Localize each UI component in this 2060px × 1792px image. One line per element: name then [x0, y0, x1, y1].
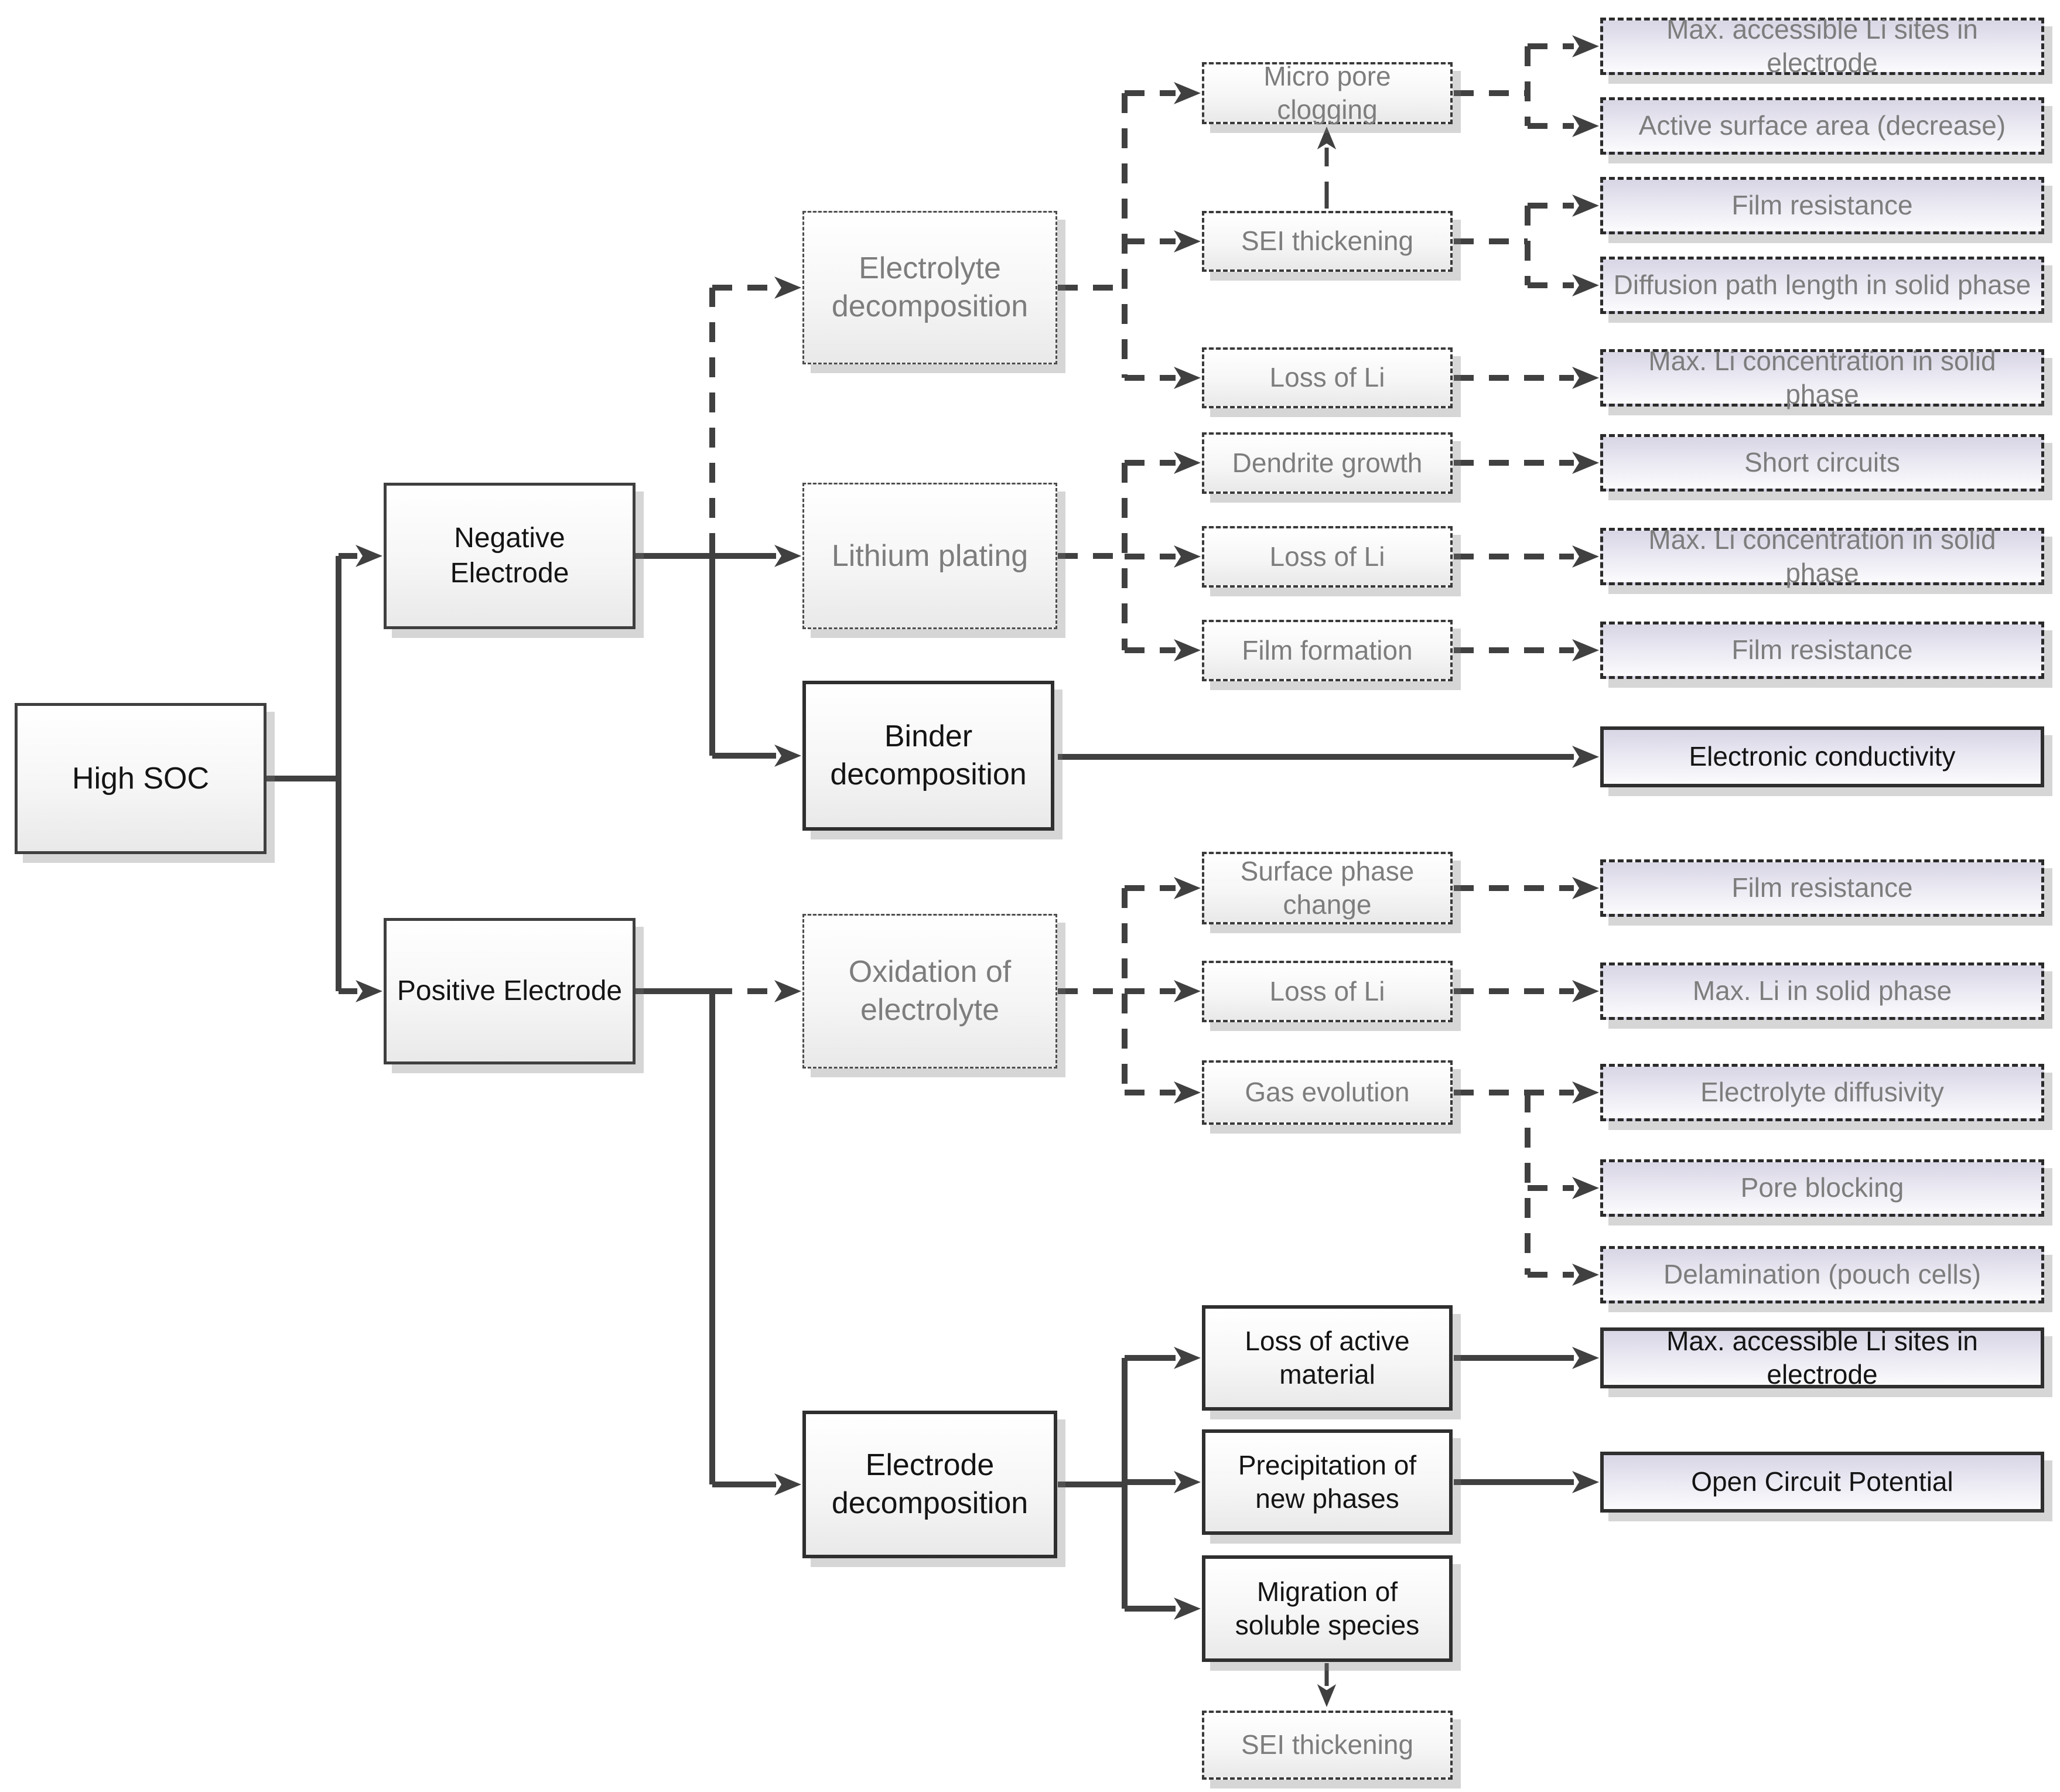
node-positive-electrode: Positive Electrode — [384, 918, 636, 1064]
node-label: Max. accessible Li sites in electrode — [1666, 1325, 1978, 1390]
node-label: Max. accessible Li sites in electrode — [1666, 13, 1978, 78]
node-oxidation-of-electrolyte: Oxidation of electrolyte — [802, 914, 1057, 1069]
node-label: Diffusion path length in solid phase — [1613, 269, 2031, 301]
node-label: Loss of Li — [1269, 362, 1385, 393]
node-film-resistance-2: Film resistance — [1600, 622, 2044, 679]
node-label: Loss of Li — [1269, 541, 1385, 572]
node-label: Open Circuit Potential — [1691, 1466, 1953, 1497]
node-loss-of-active-material: Loss of active material — [1202, 1305, 1453, 1411]
node-delamination-pouch-cells: Delamination (pouch cells) — [1600, 1246, 2044, 1303]
solid-connectors — [267, 553, 1574, 1686]
node-loss-of-li-positive: Loss of Li — [1202, 961, 1453, 1022]
node-label: Film formation — [1242, 634, 1413, 665]
node-label: Film resistance — [1731, 872, 1913, 903]
node-label: Dendrite growth — [1232, 447, 1423, 478]
node-label: SEI thickening — [1241, 226, 1414, 257]
node-max-li-concentration-1: Max. Li concentration in solid phase — [1600, 346, 2044, 409]
node-label: Film resistance — [1731, 634, 1913, 665]
node-film-formation: Film formation — [1202, 620, 1453, 681]
node-label: Electrolyte decomposition — [831, 251, 1029, 323]
node-electrode-decomposition: Electrode decomposition — [802, 1411, 1057, 1558]
node-max-li-concentration-2: Max. Li concentration in solid phase — [1600, 524, 2044, 588]
node-loss-of-li-negative: Loss of Li — [1202, 347, 1453, 408]
node-label: Precipitation of new phases — [1238, 1449, 1417, 1514]
node-label: Positive Electrode — [397, 975, 623, 1006]
node-diffusion-path-length: Diffusion path length in solid phase — [1600, 257, 2044, 314]
node-label: Max. Li in solid phase — [1692, 975, 1952, 1006]
node-dendrite-growth: Dendrite growth — [1202, 432, 1453, 494]
node-label: Surface phase change — [1240, 855, 1415, 920]
node-label: Negative Electrode — [450, 523, 569, 589]
node-label: SEI thickening — [1241, 1729, 1414, 1760]
node-micro-pore-clogging: Micro pore clogging — [1202, 60, 1453, 125]
node-precipitation-of-new-phases: Precipitation of new phases — [1202, 1429, 1453, 1535]
node-label: Film resistance — [1731, 190, 1913, 221]
dashed-connectors — [709, 43, 1574, 1278]
node-gas-evolution: Gas evolution — [1202, 1060, 1453, 1125]
node-binder-decomposition: Binder decomposition — [802, 681, 1054, 831]
node-label: Pore blocking — [1740, 1172, 1904, 1203]
node-label: Loss of Li — [1269, 975, 1385, 1006]
node-open-circuit-potential: Open Circuit Potential — [1600, 1452, 2044, 1513]
node-film-resistance-3: Film resistance — [1600, 859, 2044, 917]
node-max-li-in-solid-phase: Max. Li in solid phase — [1600, 962, 2044, 1020]
node-label: Migration of soluble species — [1235, 1576, 1420, 1641]
node-loss-of-li-plating: Loss of Li — [1202, 526, 1453, 588]
node-negative-electrode: Negative Electrode — [384, 483, 636, 629]
node-lithium-plating: Lithium plating — [802, 483, 1057, 629]
node-pore-blocking: Pore blocking — [1600, 1159, 2044, 1217]
node-label: Micro pore clogging — [1263, 60, 1391, 125]
node-label: Short circuits — [1744, 447, 1900, 478]
node-label: High SOC — [71, 761, 210, 796]
node-label: Binder decomposition — [830, 719, 1027, 791]
node-active-surface-area: Active surface area (decrease) — [1600, 97, 2044, 155]
node-label: Electrode decomposition — [831, 1448, 1029, 1520]
node-migration-of-soluble-species: Migration of soluble species — [1202, 1555, 1453, 1662]
node-sei-thickening-negative: SEI thickening — [1202, 211, 1453, 272]
node-film-resistance-1: Film resistance — [1600, 177, 2044, 234]
node-electronic-conductivity: Electronic conductivity — [1600, 726, 2044, 787]
node-label: Active surface area (decrease) — [1638, 110, 2006, 141]
node-max-li-sites-electrode-1: Max. accessible Li sites in electrode — [1600, 14, 2044, 78]
node-max-li-sites-electrode-2: Max. accessible Li sites in electrode — [1600, 1326, 2044, 1390]
node-sei-thickening-positive: SEI thickening — [1202, 1711, 1453, 1780]
node-electrolyte-diffusivity: Electrolyte diffusivity — [1600, 1064, 2044, 1121]
node-label: Loss of active material — [1245, 1325, 1410, 1390]
node-label: Electronic conductivity — [1689, 741, 1956, 772]
node-label: Max. Li concentration in solid phase — [1648, 524, 1996, 589]
node-electrolyte-decomposition: Electrolyte decomposition — [802, 211, 1057, 364]
node-high-soc: High SOC — [15, 703, 267, 854]
node-short-circuits: Short circuits — [1600, 434, 2044, 491]
node-label: Electrolyte diffusivity — [1700, 1077, 1944, 1108]
node-label: Max. Li concentration in solid phase — [1648, 345, 1996, 410]
node-label: Lithium plating — [831, 538, 1029, 573]
node-label: Oxidation of electrolyte — [848, 955, 1012, 1027]
node-label: Delamination (pouch cells) — [1663, 1259, 1982, 1290]
node-surface-phase-change: Surface phase change — [1202, 852, 1453, 924]
node-label: Gas evolution — [1245, 1077, 1410, 1108]
